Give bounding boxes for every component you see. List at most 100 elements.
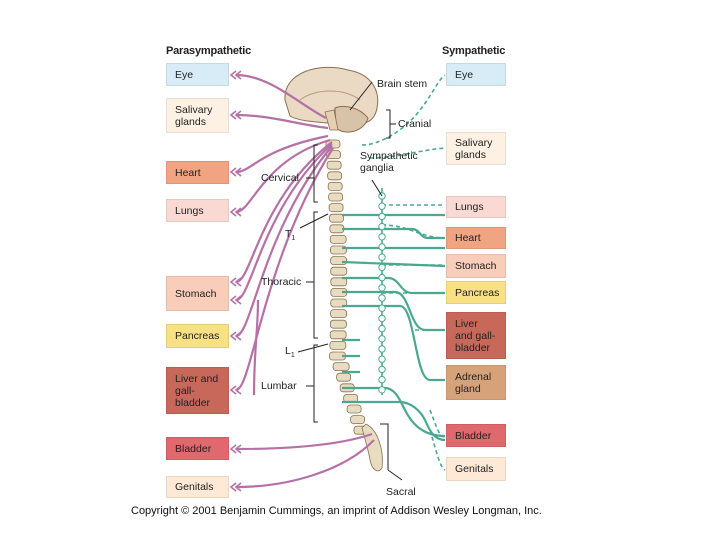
vertebra	[330, 266, 348, 276]
left-target-genitals: Genitals	[166, 476, 229, 498]
right-target-lungs: Lungs	[446, 196, 506, 218]
ganglion	[378, 375, 386, 384]
ganglion	[378, 253, 386, 261]
label-t1-subscript: 1	[291, 235, 296, 243]
sympathetic-header: Sympathetic	[442, 45, 506, 57]
vertebra	[330, 319, 347, 329]
left-target-liver-gallbladder: Liver and gall- bladder	[166, 367, 229, 414]
left-target-heart: Heart	[166, 161, 229, 184]
ganglion	[378, 314, 386, 323]
sympathetic-ganglia-chain	[378, 192, 386, 394]
label-sacral: Sacral	[386, 486, 416, 498]
vertebra	[346, 404, 362, 414]
label-l1: L1	[285, 345, 295, 362]
ganglion	[378, 212, 386, 221]
parasympathetic-header: Parasympathetic	[166, 45, 252, 57]
arrowhead	[229, 295, 237, 305]
ganglion	[378, 304, 386, 312]
right-target-bladder: Bladder	[446, 424, 506, 447]
arrowhead	[234, 385, 242, 395]
arrowhead	[229, 482, 237, 492]
label-t1-letter: T	[285, 228, 292, 240]
arrowhead	[234, 207, 242, 217]
region-brackets	[297, 81, 403, 481]
ganglion	[378, 263, 386, 272]
arrowhead	[229, 444, 237, 454]
vertebra	[330, 277, 348, 287]
label-lumbar: Lumbar	[261, 380, 297, 392]
vertebra	[330, 256, 347, 266]
spinal-column	[325, 139, 383, 472]
arrowhead	[229, 331, 237, 341]
label-l1-subscript: 1	[290, 352, 295, 360]
right-target-pancreas: Pancreas	[446, 281, 506, 304]
label-thoracic: Thoracic	[261, 276, 302, 288]
sympathetic-nerves	[341, 188, 446, 442]
vertebra	[327, 171, 343, 181]
ganglion	[378, 365, 386, 374]
vertebra	[327, 181, 343, 191]
vertebra	[329, 340, 347, 350]
arrowhead	[229, 167, 237, 177]
arrowhead	[234, 70, 242, 80]
ganglion	[378, 243, 386, 251]
left-target-pancreas: Pancreas	[166, 324, 229, 348]
arrowhead	[234, 167, 242, 177]
vertebra	[330, 309, 347, 319]
arrowhead	[229, 385, 237, 395]
vertebra	[336, 372, 352, 382]
parasympathetic-arrowheads	[229, 70, 242, 492]
vertebra	[328, 192, 344, 202]
ganglion	[378, 345, 386, 353]
left-target-bladder: Bladder	[166, 437, 229, 460]
vertebra	[329, 224, 345, 234]
arrowhead	[229, 277, 237, 287]
sympathetic-postganglionic-nerves	[361, 74, 446, 471]
arrowhead	[234, 444, 242, 454]
arrowhead	[234, 110, 242, 120]
arrowhead	[234, 277, 242, 287]
left-target-eye: Eye	[166, 63, 229, 86]
copyright-notice: Copyright © 2001 Benjamin Cummings, an i…	[131, 505, 542, 517]
right-target-eye: Eye	[446, 63, 506, 86]
ganglion	[378, 284, 386, 292]
label-cranial: Cranial	[398, 118, 432, 130]
label-l1-letter: L	[285, 345, 291, 357]
right-target-heart: Heart	[446, 227, 506, 249]
ganglion	[378, 294, 386, 302]
ganglion	[378, 233, 386, 241]
left-target-stomach: Stomach	[166, 276, 229, 311]
right-target-adrenal-gland: Adrenal gland	[446, 365, 506, 400]
label-brain-stem: Brain stem	[377, 78, 428, 90]
right-target-stomach: Stomach	[446, 254, 506, 278]
left-target-lungs: Lungs	[166, 199, 229, 222]
arrowhead	[234, 331, 242, 341]
vertebra	[329, 213, 344, 223]
label-cervical: Cervical	[261, 172, 299, 184]
vertebra	[329, 234, 347, 244]
ganglion	[378, 222, 386, 231]
left-target-salivary-glands: Salivary glands	[166, 98, 229, 133]
ganglion	[378, 324, 386, 333]
ganglion	[378, 355, 386, 363]
arrowhead	[229, 70, 237, 80]
ganglion	[378, 273, 386, 282]
vertebra	[332, 362, 350, 372]
ganglion	[378, 386, 386, 394]
vertebra	[328, 203, 344, 213]
vertebra	[326, 160, 342, 170]
right-target-liver-gallbladder: Liver and gall- bladder	[446, 312, 506, 359]
parasympathetic-nerves	[235, 73, 375, 489]
right-target-salivary-glands: Salivary glands	[446, 132, 506, 165]
label-t1: T1	[285, 228, 295, 245]
right-target-genitals: Genitals	[446, 457, 506, 481]
ganglion	[378, 202, 386, 210]
arrowhead	[229, 207, 237, 217]
vertebra	[329, 330, 347, 340]
vertebra	[350, 415, 365, 425]
label-sympathetic-ganglia: Sympathetic ganglia	[360, 150, 418, 174]
brain-illustration	[284, 66, 379, 133]
arrowhead	[229, 110, 237, 120]
